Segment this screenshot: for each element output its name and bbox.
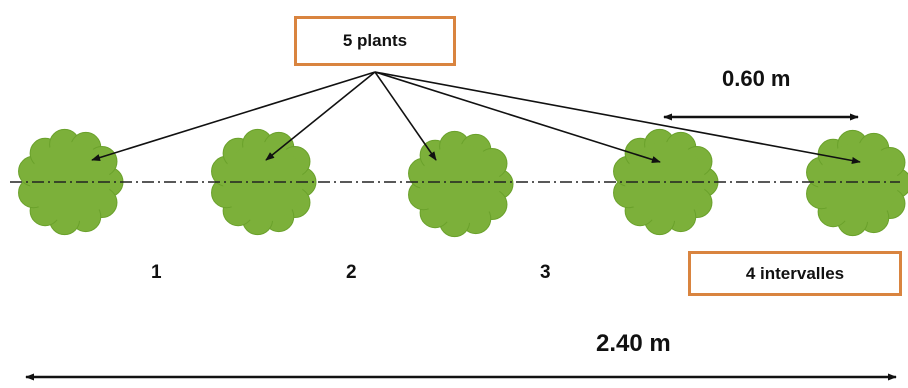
plant-4 bbox=[613, 128, 719, 236]
plant-number-2: 2 bbox=[346, 262, 357, 283]
pointer-arrow-1 bbox=[91, 71, 376, 162]
pointer-arrow-5 bbox=[374, 71, 861, 165]
plants-count-box: 5 plants bbox=[294, 16, 456, 66]
plant-3 bbox=[408, 130, 514, 238]
intervals-count-label: 4 intervalles bbox=[745, 263, 845, 283]
plant-2 bbox=[211, 128, 317, 236]
plants-count-label: 5 plants bbox=[342, 31, 408, 50]
plant-1 bbox=[18, 128, 124, 236]
intervals-count-box: 4 intervalles bbox=[688, 251, 902, 296]
spacing-label: 0.60 m bbox=[722, 66, 791, 91]
pointer-arrow-3 bbox=[374, 71, 437, 161]
pointer-arrow-2 bbox=[265, 71, 376, 161]
plant-number-1: 1 bbox=[151, 262, 162, 283]
total-length-label: 2.40 m bbox=[596, 330, 671, 357]
pointer-arrow-4 bbox=[374, 71, 661, 163]
plant-5 bbox=[806, 129, 908, 237]
plant-number-3: 3 bbox=[540, 262, 551, 283]
